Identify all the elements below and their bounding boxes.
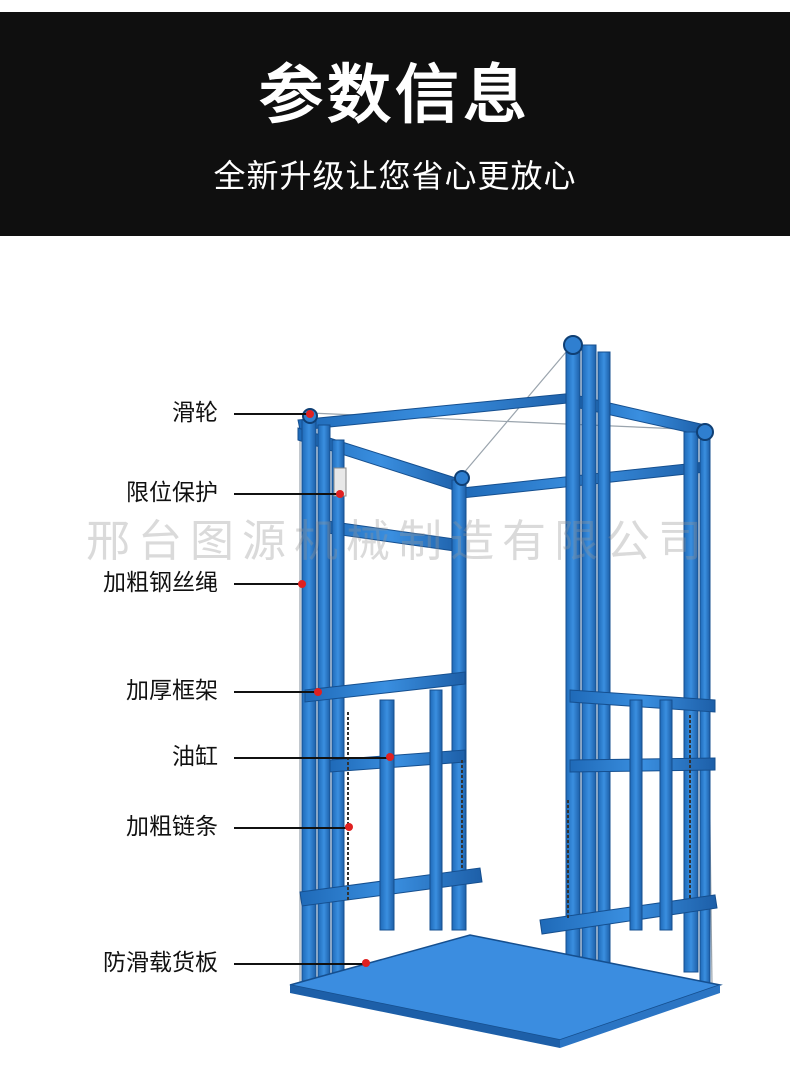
callout-leader-anti-slip-plate	[234, 963, 366, 965]
callout-marker-limit-protection	[336, 490, 344, 498]
header-banner	[0, 12, 790, 236]
freight-lift-illustration	[289, 335, 723, 1048]
callout-leader-pulley	[234, 413, 308, 415]
callout-label-oil-cylinder: 油缸	[172, 744, 218, 770]
page-title: 参数信息	[259, 59, 531, 133]
callout-marker-thick-frame	[314, 688, 322, 696]
callout-label-wire-rope: 加粗钢丝绳	[103, 570, 218, 596]
callout-marker-oil-cylinder	[386, 753, 394, 761]
callout-leader-thick-frame	[234, 691, 316, 693]
callout-marker-anti-slip-plate	[362, 959, 370, 967]
callout-label-limit-protection: 限位保护	[126, 480, 218, 506]
callout-label-thick-frame: 加厚框架	[126, 678, 218, 704]
page-subtitle: 全新升级让您省心更放心	[213, 157, 577, 195]
callout-marker-wire-rope	[298, 580, 306, 588]
callout-leader-chain	[234, 827, 348, 829]
callout-marker-chain	[345, 823, 353, 831]
callout-leader-wire-rope	[234, 583, 300, 585]
callout-label-chain: 加粗链条	[126, 814, 218, 840]
callout-label-anti-slip-plate: 防滑载货板	[103, 950, 218, 976]
callout-label-pulley: 滑轮	[172, 400, 218, 426]
callout-marker-pulley	[306, 410, 314, 418]
callout-leader-oil-cylinder	[234, 757, 390, 759]
callout-leader-limit-protection	[234, 493, 338, 495]
